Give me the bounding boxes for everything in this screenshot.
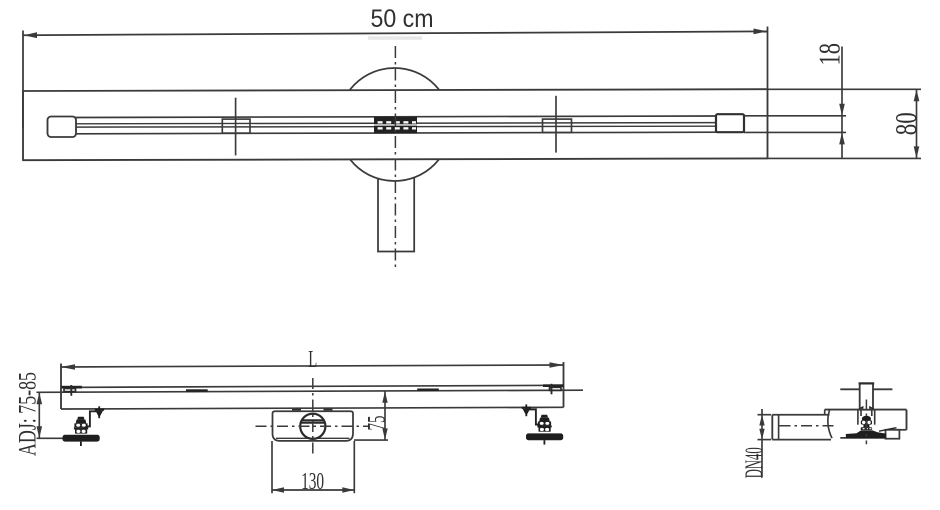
- svg-text:L: L: [308, 346, 317, 373]
- svg-text:130: 130: [301, 469, 324, 495]
- svg-text:50 cm: 50 cm: [371, 5, 434, 33]
- svg-text:18: 18: [812, 43, 847, 65]
- svg-text:ADJ: 75-85: ADJ: 75-85: [13, 372, 42, 456]
- svg-text:80: 80: [888, 112, 923, 135]
- svg-text:75: 75: [364, 416, 391, 431]
- svg-text:DN40: DN40: [741, 447, 768, 478]
